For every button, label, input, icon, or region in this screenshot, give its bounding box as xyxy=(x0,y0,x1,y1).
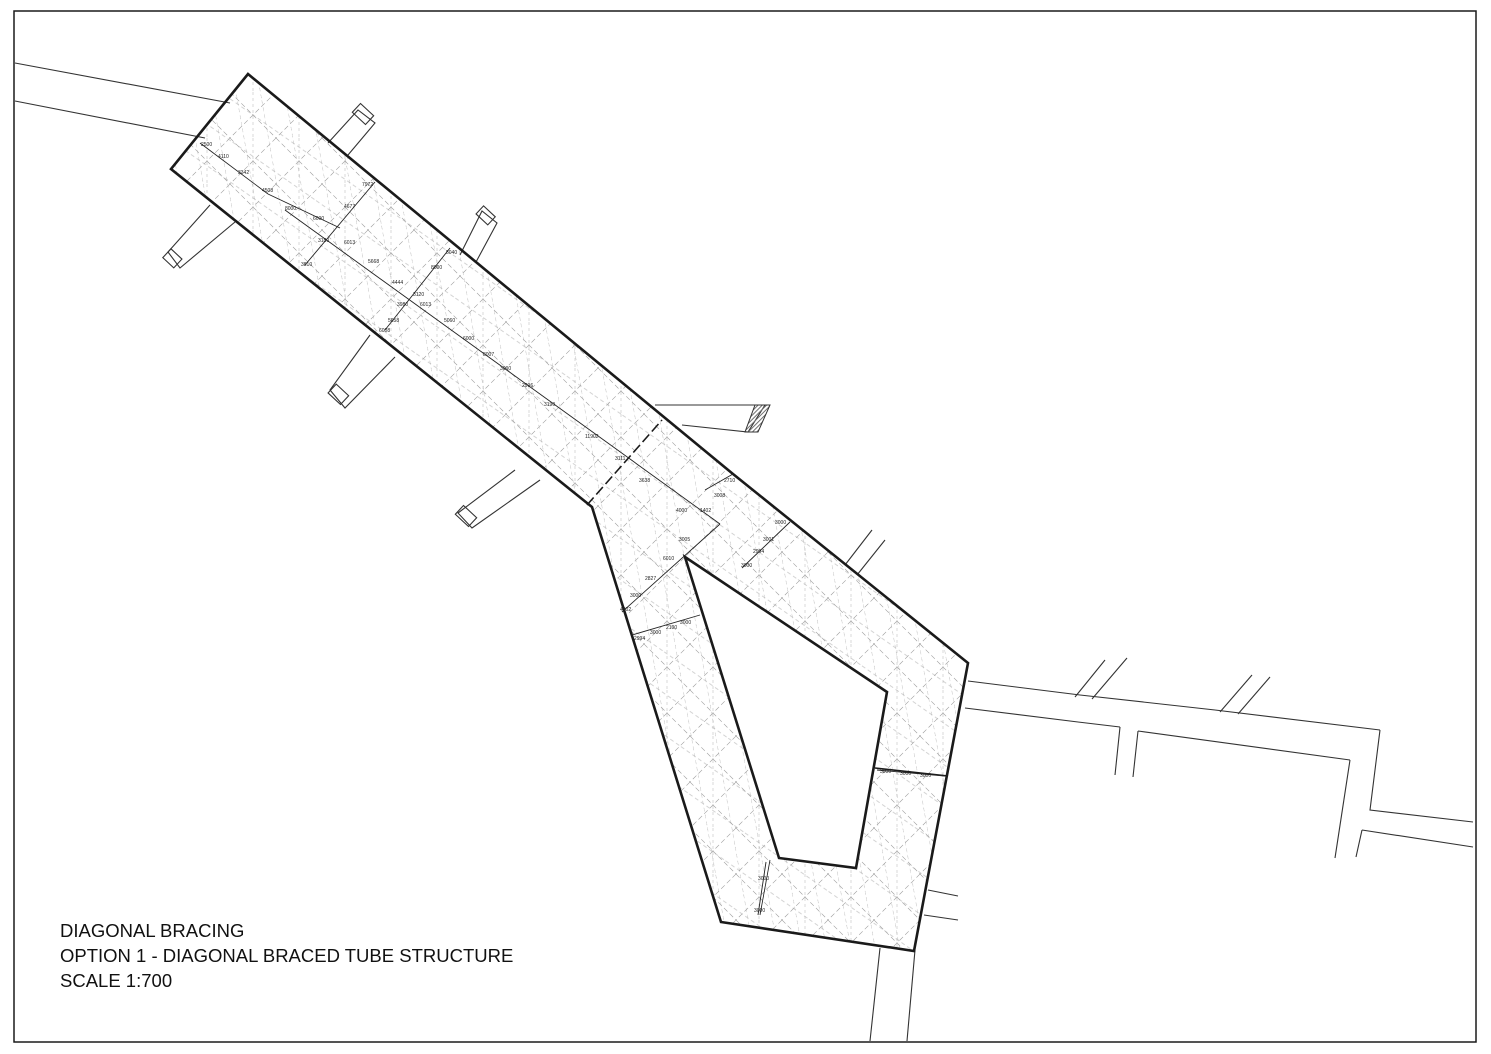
dim-label: 3000 xyxy=(920,773,931,779)
dim-label: 4000 xyxy=(676,508,687,514)
tube-structure xyxy=(169,72,970,953)
dim-label: 5040 xyxy=(446,250,457,256)
dim-label: 3111 xyxy=(615,456,626,462)
dim-label: 3000 xyxy=(650,630,661,636)
dim-label: 8000 xyxy=(431,265,442,271)
dim-label: 4110 xyxy=(218,154,229,160)
dim-label: 6008 xyxy=(379,328,390,334)
dim-label: 3120 xyxy=(413,292,424,298)
dim-label: 4508 xyxy=(262,188,273,194)
dim-label: 2994 xyxy=(753,549,764,555)
dim-label: 5060 xyxy=(444,318,455,324)
dim-label: 3008 xyxy=(714,493,725,499)
dim-label: 3005 xyxy=(679,537,690,543)
dim-label: 1402 xyxy=(700,508,711,514)
dim-label: 6000 xyxy=(463,336,474,342)
dim-label: 6010 xyxy=(663,556,674,562)
dim-label: 8000 xyxy=(285,206,296,212)
dim-label: 3000 xyxy=(630,593,641,599)
dim-label: 7972 xyxy=(362,182,373,188)
dim-label: 3000 xyxy=(741,563,752,569)
dim-label: 2994 xyxy=(634,636,645,642)
dim-label: 3000 xyxy=(680,620,691,626)
dim-label: 3342 xyxy=(238,170,249,176)
dim-label: 3001 xyxy=(763,537,774,543)
dim-label: 3190 xyxy=(544,402,555,408)
dim-label: 5668 xyxy=(368,259,379,265)
dim-label: 4677 xyxy=(344,204,355,210)
dim-label: 5658 xyxy=(388,318,399,324)
dim-label: 2827 xyxy=(645,576,656,582)
dim-label: 6000 xyxy=(313,216,324,222)
dim-label: 6013 xyxy=(420,302,431,308)
dim-label: 3000 xyxy=(754,908,765,914)
dim-label: 3980 xyxy=(397,302,408,308)
sheet-border xyxy=(13,10,1477,1043)
dim-label: 8007 xyxy=(483,352,494,358)
caption-subtitle: OPTION 1 - DIAGONAL BRACED TUBE STRUCTUR… xyxy=(60,945,514,966)
dim-label: 2500 xyxy=(201,142,212,148)
dim-label: 4002 xyxy=(620,607,631,613)
hatched-block xyxy=(744,404,771,433)
caption-title: DIAGONAL BRACING xyxy=(60,920,245,941)
drawing-caption: DIAGONAL BRACING OPTION 1 - DIAGONAL BRA… xyxy=(60,918,513,993)
site-context xyxy=(14,62,1474,1042)
dimension-lines xyxy=(199,142,946,916)
dim-label: 11902 xyxy=(585,434,599,440)
dim-label: 3000 xyxy=(775,520,786,526)
dim-label: 3810 xyxy=(301,262,312,268)
dim-label: 3180 xyxy=(318,238,329,244)
dim-label: 6013 xyxy=(344,240,355,246)
dim-label: 2710 xyxy=(724,478,735,484)
dimension-labels: 2500 4110 3342 4508 8000 6000 4677 7972 … xyxy=(201,142,931,914)
dim-label: 2100 xyxy=(666,625,677,631)
dim-label: 3000 xyxy=(500,366,511,372)
dim-label: 4444 xyxy=(392,280,403,286)
dim-label: 3000 xyxy=(758,876,769,882)
dim-label: 2996 xyxy=(522,383,533,389)
caption-scale: SCALE 1:700 xyxy=(60,970,173,991)
dim-label: 3000 xyxy=(900,771,911,777)
dim-label: 3000 xyxy=(880,769,891,775)
dim-label: 3638 xyxy=(639,478,650,484)
